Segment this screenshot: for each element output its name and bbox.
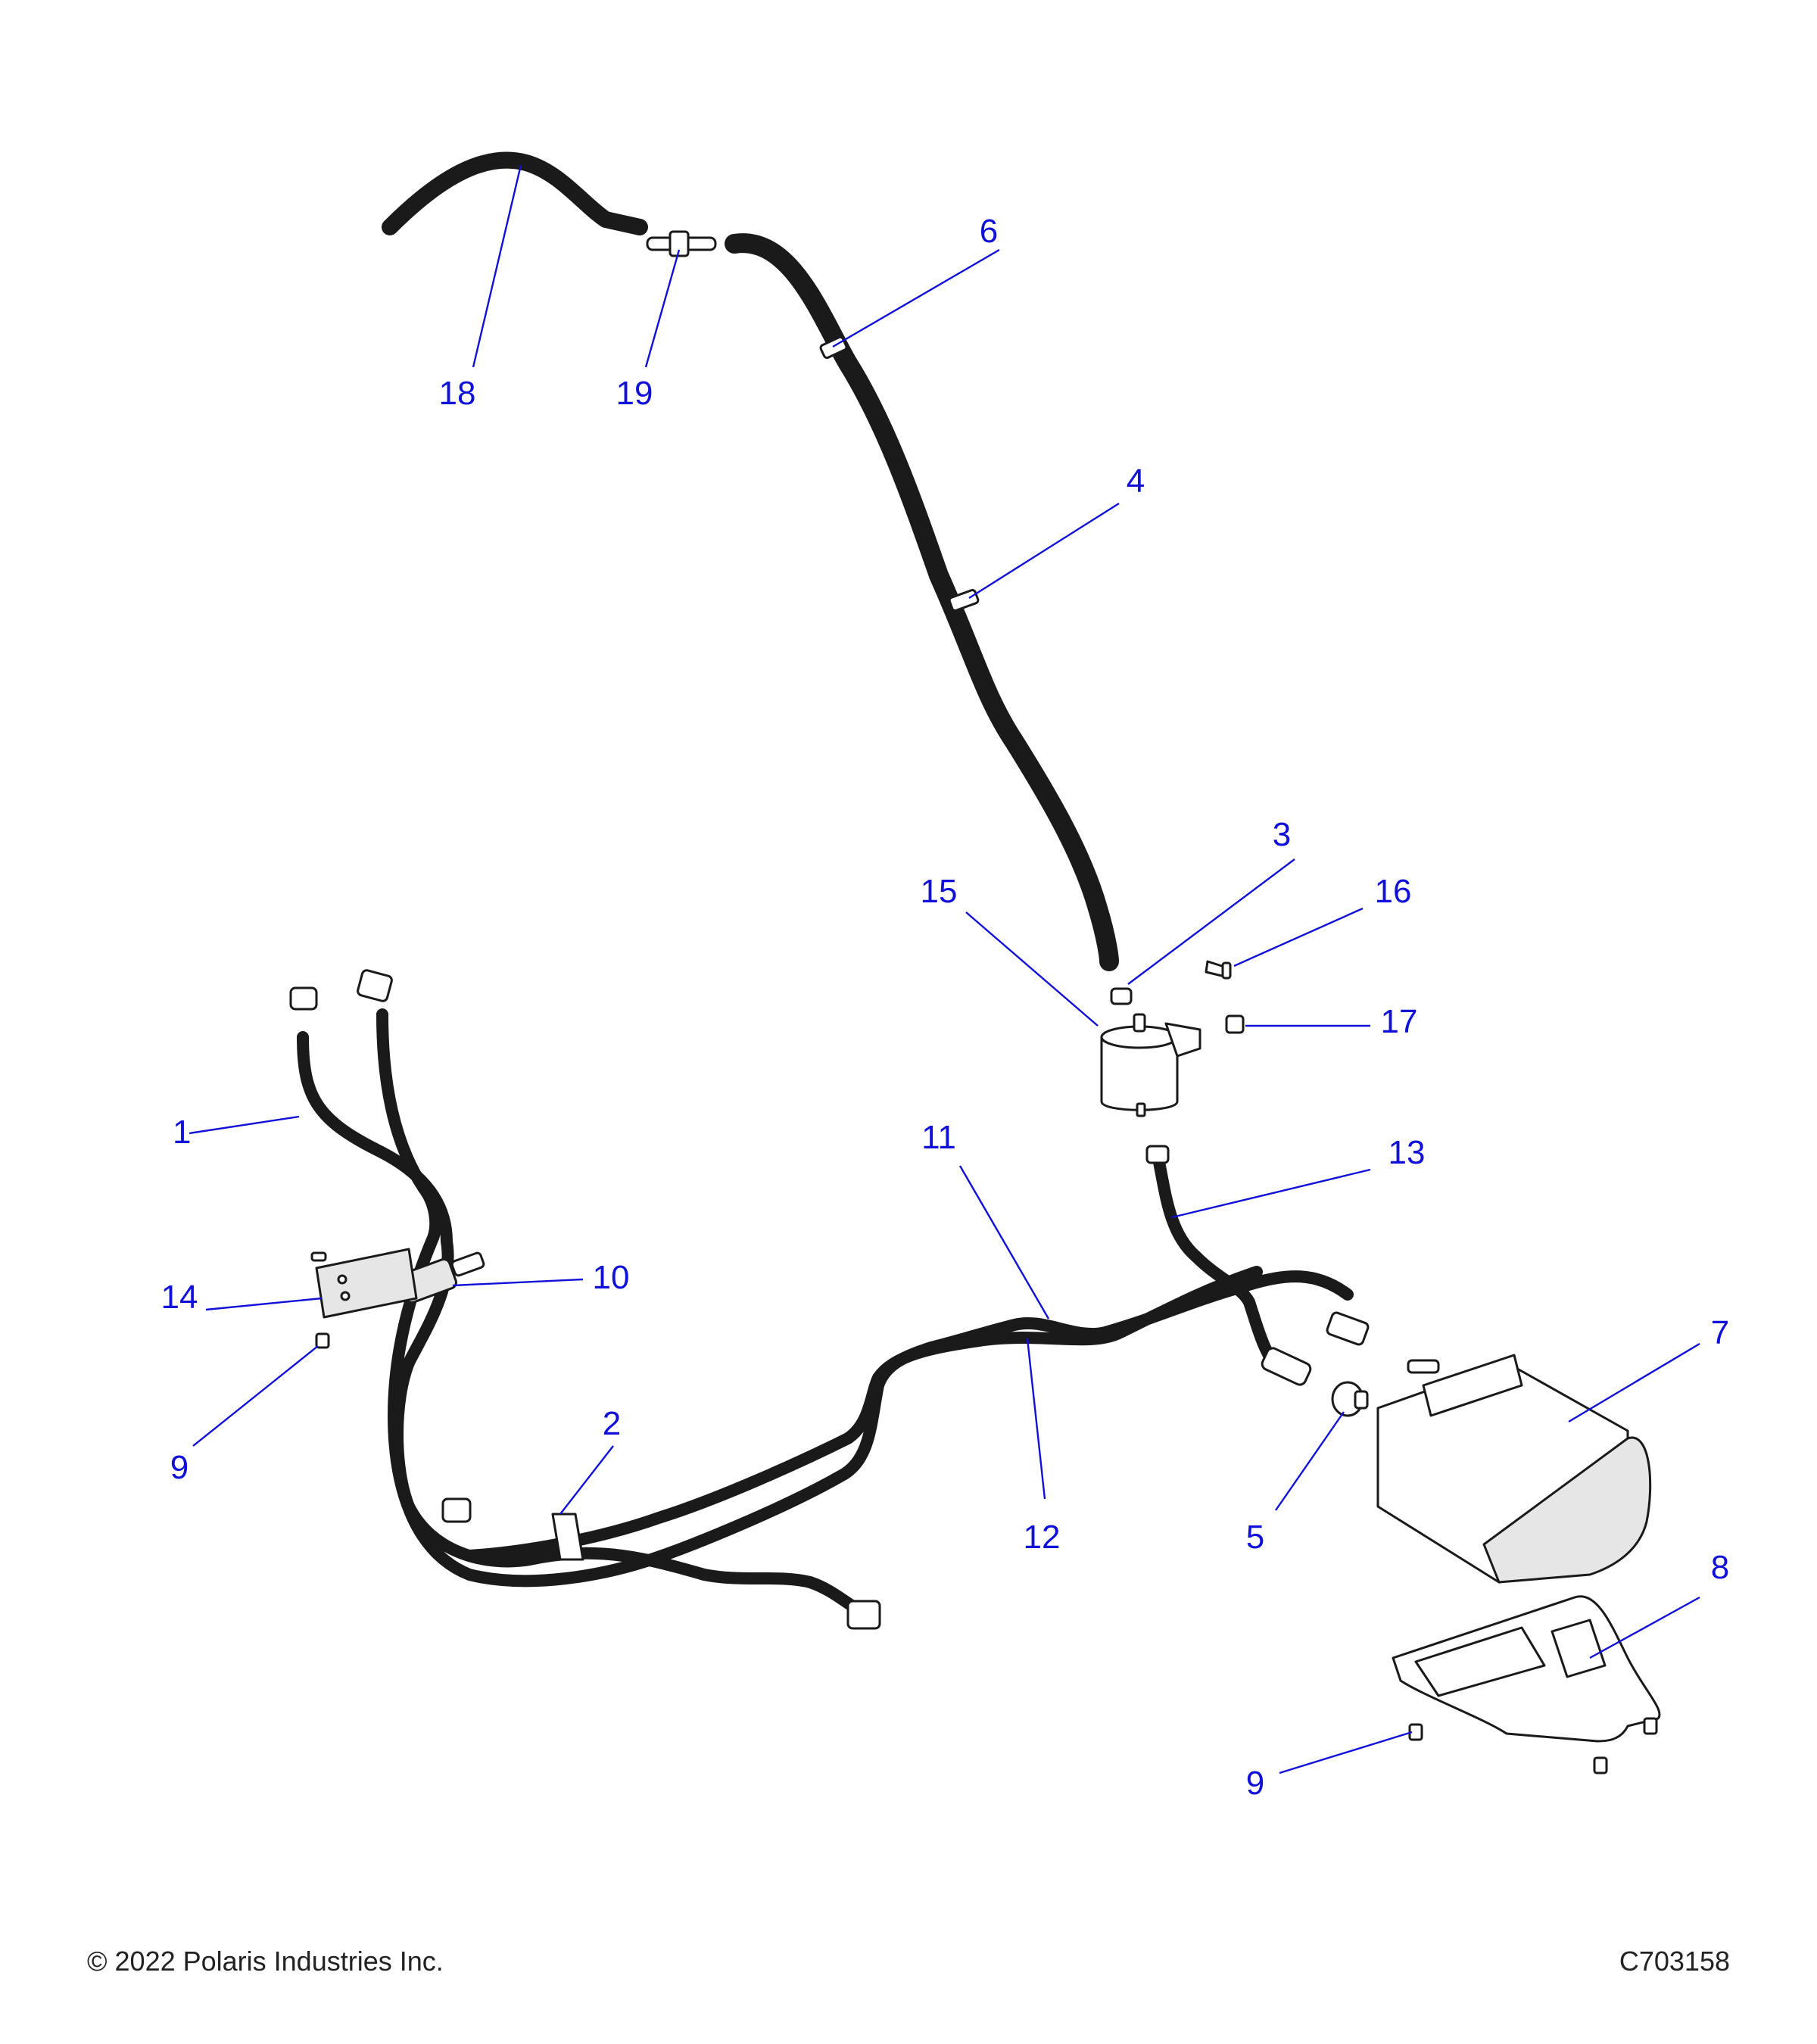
leader-19	[644, 249, 681, 368]
screw-9-left-top	[310, 1251, 327, 1262]
clamp-3	[1110, 987, 1133, 1005]
callout-9-right: 9	[1246, 1765, 1264, 1802]
leader-10	[452, 1278, 584, 1287]
leader-13	[1171, 1168, 1371, 1219]
callout-15: 15	[921, 873, 958, 910]
leader-11	[958, 1165, 1050, 1320]
vent-hose-18	[382, 151, 648, 235]
leader-7	[1568, 1342, 1700, 1423]
callout-16: 16	[1375, 873, 1412, 910]
screw-9-left-bottom	[315, 1332, 330, 1349]
charcoal-canister-7	[1376, 1354, 1652, 1584]
hose-clamp-5	[1331, 1381, 1369, 1417]
leader-5	[1275, 1411, 1345, 1511]
connector-lower-left	[441, 1497, 472, 1523]
connector-top-left	[289, 986, 318, 1011]
callout-3: 3	[1273, 816, 1291, 853]
callout-labels: 1 2 3 4 5 6 7 8 9 9 10 11 12 13 14 15 16…	[161, 213, 1730, 1802]
callout-18: 18	[439, 375, 476, 412]
barbed-fitting-19	[646, 230, 717, 257]
callout-4: 4	[1127, 463, 1145, 500]
callout-9-left: 9	[170, 1449, 189, 1486]
leader-3	[1127, 858, 1295, 985]
callout-13: 13	[1388, 1134, 1426, 1171]
connector-13-top	[1145, 1145, 1170, 1164]
leader-16	[1233, 907, 1364, 967]
screw-9-right-b	[1593, 1756, 1608, 1774]
vent-hose-long	[725, 233, 1119, 971]
callout-1: 1	[173, 1114, 191, 1151]
connector-top-right	[357, 969, 393, 1002]
callout-7: 7	[1711, 1314, 1729, 1351]
callout-5: 5	[1246, 1519, 1264, 1556]
leader-lines	[189, 164, 1700, 1774]
drawing-number: C703158	[1619, 1946, 1730, 1977]
bracket-14	[315, 1248, 418, 1319]
connector-lower-end	[846, 1600, 881, 1630]
callout-10: 10	[593, 1259, 630, 1296]
callout-11: 11	[921, 1119, 956, 1156]
screw-9-right-c	[1643, 1717, 1658, 1735]
leader-15	[965, 911, 1099, 1027]
copyright-notice: © 2022 Polaris Industries Inc.	[87, 1946, 444, 1977]
connector-pipe-end	[1261, 1347, 1312, 1386]
leader-9a	[192, 1345, 319, 1447]
nut-clip-17	[1225, 1014, 1245, 1034]
callout-19: 19	[616, 375, 653, 412]
leader-18	[472, 164, 522, 368]
leader-9b	[1279, 1731, 1413, 1774]
leader-12	[1026, 1338, 1046, 1500]
leader-1	[189, 1115, 300, 1135]
callout-12: 12	[1024, 1519, 1061, 1556]
filter-canister-15	[1100, 1013, 1201, 1117]
leader-8	[1589, 1596, 1700, 1659]
callout-8: 8	[1711, 1549, 1729, 1586]
connector-13-end	[1326, 1311, 1370, 1346]
fuel-line-bundle	[297, 1008, 1354, 1619]
heat-shield-8	[1392, 1595, 1661, 1743]
leader-4	[968, 502, 1120, 600]
hose-clamp-4	[948, 589, 980, 612]
leader-14	[205, 1297, 323, 1311]
callout-6: 6	[980, 213, 998, 250]
callout-17: 17	[1381, 1003, 1418, 1040]
screw-16	[1205, 960, 1232, 980]
retaining-clip-2	[551, 1513, 584, 1561]
callout-2: 2	[603, 1405, 621, 1442]
callout-14: 14	[161, 1279, 198, 1316]
leader-6	[832, 248, 1000, 348]
leader-2	[559, 1445, 614, 1515]
